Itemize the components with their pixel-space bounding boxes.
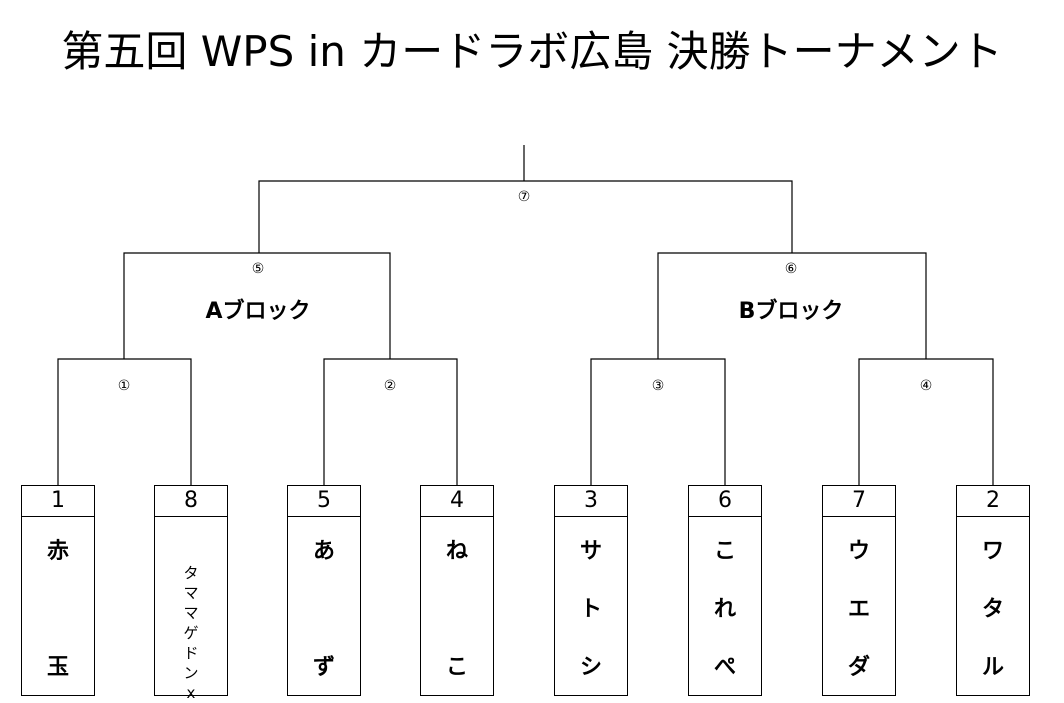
player-box-seed-7: 7 ウ エ ダ [822, 485, 896, 696]
round1-match1-line [57, 358, 192, 485]
player-box-seed-8: 8 タ マ マ ゲ ド ン x [154, 485, 228, 702]
player-name-char: 玉 [46, 655, 69, 680]
block-b-label: Bブロック [738, 299, 844, 324]
player-name-char: x [186, 684, 196, 702]
match-label-5: ⑤ [251, 261, 265, 277]
seed-number: 2 [957, 486, 1029, 517]
player-name-char: タ [183, 564, 199, 582]
block-b-match-line [657, 252, 927, 359]
match-label-3: ③ [651, 378, 665, 394]
seed-number: 3 [555, 486, 627, 517]
player-name-char: ダ [847, 655, 870, 680]
player-box-seed-4: 4 ね こ [420, 485, 494, 696]
match-label-2: ② [383, 378, 397, 394]
seed-number: 5 [288, 486, 360, 517]
player-name-char: タ [981, 597, 1004, 622]
match-label-4: ④ [919, 378, 933, 394]
player-name-char: ル [981, 655, 1004, 680]
player-name-char: マ [183, 604, 199, 622]
match-label-6: ⑥ [784, 261, 798, 277]
player-box-seed-2: 2 ワ タ ル [956, 485, 1030, 696]
player-name-char: 赤 [46, 539, 69, 564]
player-name-char: ト [579, 597, 602, 622]
seed-number: 8 [155, 486, 227, 517]
player-name-char: れ [713, 597, 736, 622]
player-name-char: マ [183, 584, 199, 602]
final-match-line [258, 180, 793, 253]
player-name-char: ぺ [713, 655, 736, 680]
block-a-label: Aブロック [205, 299, 311, 324]
player-box-seed-1: 1 赤 玉 [21, 485, 95, 696]
player-box-seed-3: 3 サ ト シ [554, 485, 628, 696]
player-name-char: ド [183, 644, 199, 662]
player-name-char: ゲ [183, 624, 199, 642]
round1-match3-line [590, 358, 726, 485]
player-name-char: ず [312, 655, 335, 680]
player-name-char: ウ [847, 539, 870, 564]
block-a-match-line [123, 252, 391, 359]
player-box-seed-6: 6 こ れ ぺ [688, 485, 762, 696]
page-title: 第五回 WPS in カードラボ広島 決勝トーナメント [61, 27, 1003, 76]
seed-number: 4 [421, 486, 493, 517]
match-label-1: ① [117, 378, 131, 394]
seed-number: 7 [823, 486, 895, 517]
player-name-char: エ [847, 597, 870, 622]
player-name-char: こ [713, 539, 736, 564]
seed-number: 1 [22, 486, 94, 517]
player-name-char: ン [183, 664, 199, 682]
seed-number: 6 [689, 486, 761, 517]
player-name-char: ね [445, 539, 468, 564]
player-name-char: あ [312, 539, 335, 564]
player-name-char: サ [579, 539, 602, 564]
player-name-char: ワ [981, 539, 1004, 564]
player-name-char: シ [579, 655, 602, 680]
round1-match2-line [323, 358, 458, 485]
player-box-seed-5: 5 あ ず [287, 485, 361, 696]
player-name-char: こ [445, 655, 468, 680]
match-label-7: ⑦ [517, 189, 531, 205]
round1-match4-line [858, 358, 994, 485]
